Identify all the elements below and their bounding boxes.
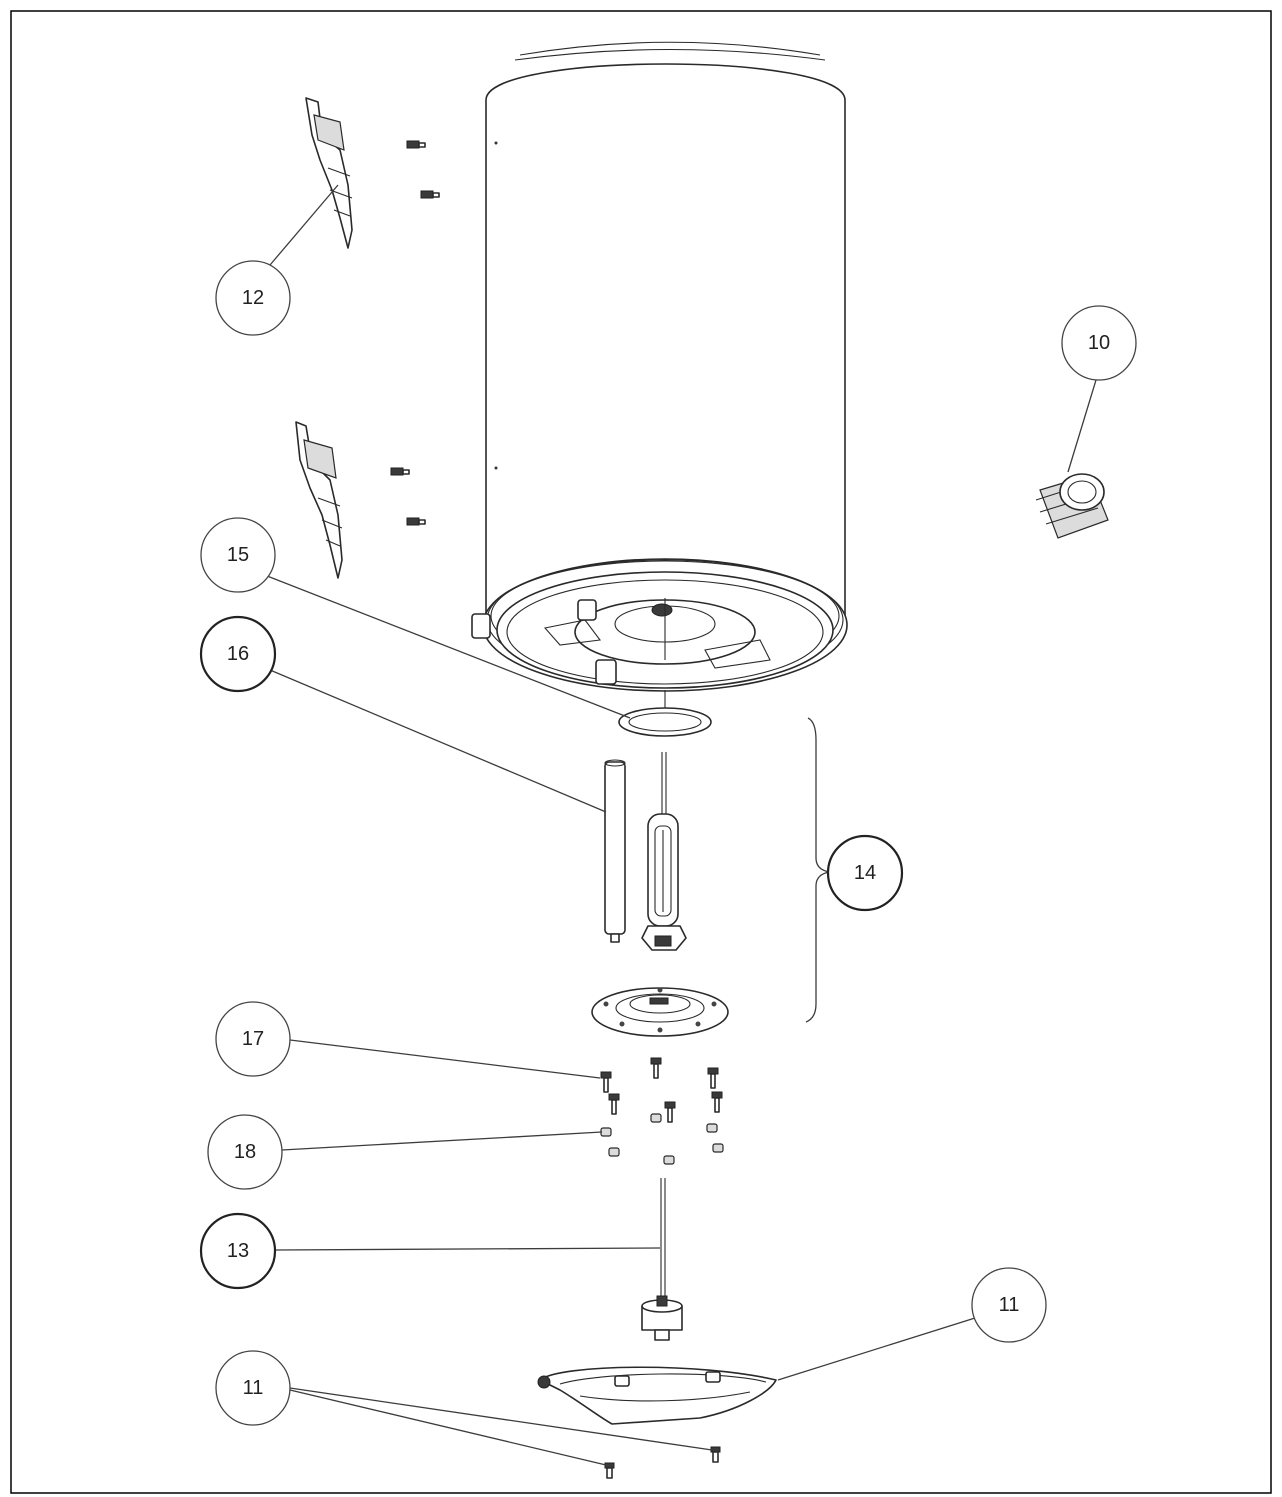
cover-screw-icon — [604, 1446, 721, 1479]
callout-18: 18 — [207, 1114, 283, 1190]
svg-text:15: 15 — [227, 544, 249, 566]
svg-text:13: 13 — [227, 1240, 249, 1262]
svg-text:18: 18 — [234, 1141, 256, 1163]
bottom-cover-icon — [537, 1366, 777, 1425]
svg-text:11: 11 — [243, 1377, 264, 1399]
callout-16: 16 — [199, 615, 277, 693]
wall-bracket-upper-icon — [305, 97, 440, 249]
diagram-frame — [10, 10, 1272, 1494]
svg-text:10: 10 — [1088, 332, 1110, 354]
callout-17: 17 — [215, 1001, 291, 1077]
callout-15: 15 — [200, 517, 276, 593]
flange-gasket-icon — [618, 690, 712, 737]
nut-icon — [600, 1113, 724, 1165]
svg-text:17: 17 — [242, 1028, 264, 1050]
svg-text:16: 16 — [227, 643, 249, 665]
callout-12: 12 — [215, 260, 291, 336]
callout-13: 13 — [199, 1212, 277, 1290]
wall-bracket-lower-icon — [295, 421, 426, 579]
callout-10: 10 — [1061, 305, 1137, 381]
callout-14: 14 — [826, 834, 904, 912]
tank-body-icon — [471, 41, 848, 692]
leader-lines — [261, 184, 1097, 1466]
callout-11-right: 11 — [971, 1267, 1047, 1343]
fitting-connector-icon — [1035, 473, 1109, 539]
assembly-brace — [805, 717, 831, 1023]
callout-11-left: 11 — [215, 1350, 291, 1426]
flange-plate-icon — [591, 987, 729, 1037]
thermostat-probe-icon — [641, 1178, 683, 1341]
bolt-icon — [600, 1057, 723, 1123]
svg-text:11: 11 — [999, 1294, 1020, 1316]
svg-text:14: 14 — [854, 862, 876, 884]
anode-rod-icon — [604, 759, 626, 943]
heating-element-icon — [641, 752, 687, 951]
svg-text:12: 12 — [242, 287, 264, 309]
